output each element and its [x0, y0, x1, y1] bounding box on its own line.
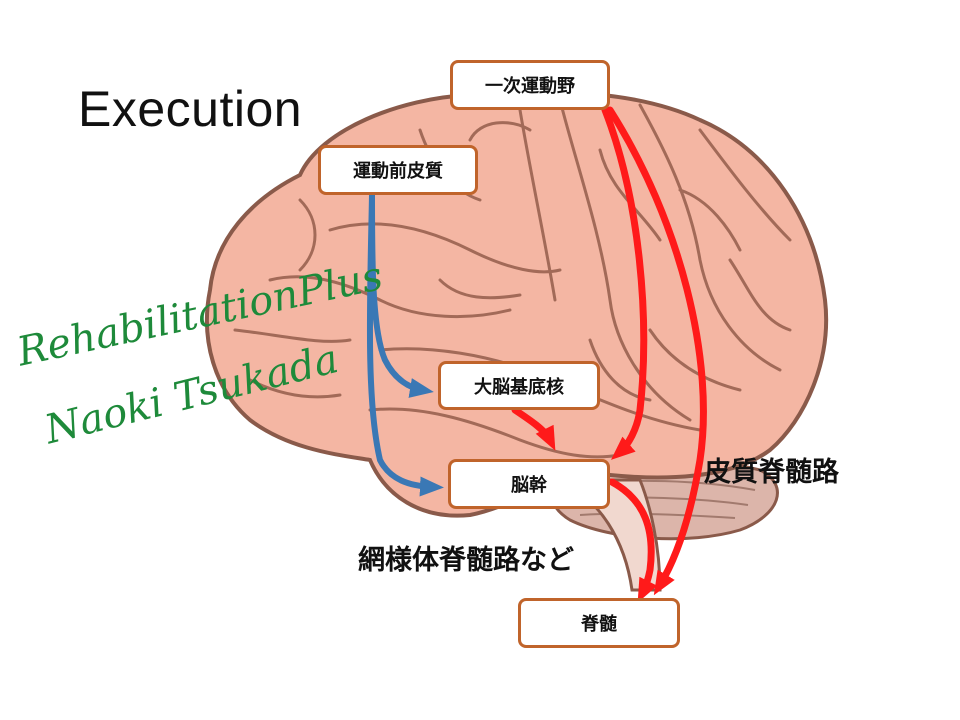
node-spinal-cord: 脊髄: [518, 598, 680, 648]
node-brainstem: 脳幹: [448, 459, 610, 509]
red-pathway: [511, 106, 707, 603]
label-reticulospinal-tract: 網様体脊髄路など: [358, 545, 574, 576]
cerebrum: [205, 90, 828, 518]
node-primary-motor-cortex: 一次運動野: [450, 60, 610, 110]
node-basal-ganglia: 大脳基底核: [438, 361, 600, 410]
page-title: Execution: [78, 81, 303, 137]
label-corticospinal-tract: 皮質脊髄路: [704, 457, 839, 488]
node-premotor-cortex: 運動前皮質: [318, 145, 478, 195]
blue-pathway: [366, 192, 444, 497]
